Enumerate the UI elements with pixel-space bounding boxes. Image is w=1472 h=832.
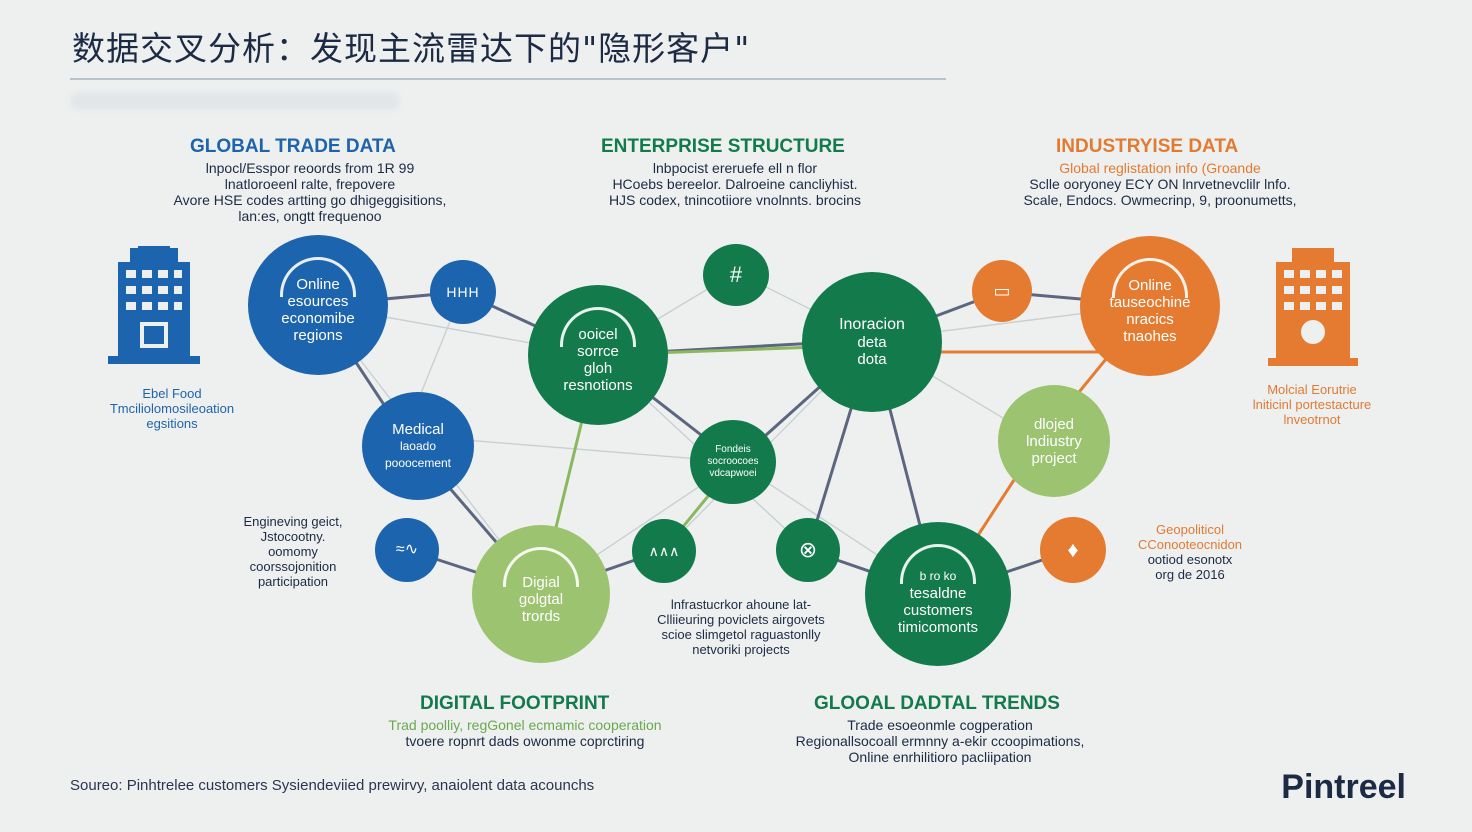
title-divider [70, 78, 946, 80]
node-industry-project: dlojed lndiustry project [998, 385, 1110, 497]
node-medical: Medical laoado pooocement [362, 392, 474, 500]
industry-header: INDUSTRYISE DATA [1056, 136, 1239, 157]
wave-icon: ≈∿ [375, 518, 439, 582]
digital-footprint-text: Trad poolliy, regGonel ecmamic cooperati… [388, 717, 662, 749]
engineering-label: Engineving geict, Jstocootny. oomomy coo… [243, 514, 343, 589]
global-trade-text: lnpocl/Esspor reoords from 1R 99 lnatlor… [173, 160, 447, 224]
orange-building-icon [1268, 248, 1358, 366]
bar-chart-icon: HHH [430, 260, 496, 324]
chart-card-icon: ▭ [972, 260, 1032, 322]
node-social-resorts: ooicel sorrce gloh resnotions [528, 285, 668, 425]
infrastructure-label: lnfrastucrkor ahoune lat- Clliieuring po… [657, 597, 825, 657]
node-online-regions: Online esources economibe regions [248, 235, 388, 375]
network-icon: ⊗ [776, 518, 840, 582]
blurred-subtitle [70, 92, 400, 110]
enterprise-header: ENTERPRISE STRUCTURE [601, 136, 845, 157]
industry-text: Global reglistation info (Groande Sclle … [1023, 160, 1297, 208]
document-icon: # [703, 244, 769, 306]
mountain-chart-icon: ∧∧∧ [632, 519, 696, 583]
geopolitical-label: Geopoliticol CConooteocnidon ootiod eson… [1137, 522, 1243, 582]
node-digital-trends: Digial golgtal trords [472, 525, 610, 663]
global-trade-header: GLOBAL TRADE DATA [190, 136, 396, 157]
brand-logo: Pintreel [1281, 768, 1406, 806]
digital-footprint-header: DIGITAL FOOTPRINT [420, 693, 610, 714]
page-title: 数据交叉分析：发现主流雷达下的"隐形客户" [72, 29, 751, 68]
right-building-label: Molcial Eorutrie lniticinl portestacture… [1252, 382, 1372, 427]
enterprise-text: lnbpocist ereruefe ell n flor HCoebs ber… [608, 160, 862, 208]
blue-building-icon [108, 246, 200, 364]
pin-icon: ♦ [1040, 517, 1106, 583]
node-center-small: Fondeis socroocoes vdcapwoei [690, 420, 776, 504]
global-trends-text: Trade esoeonmle cogperation Regionallsoc… [795, 717, 1085, 765]
global-trends-header: GLOOAL DADTAL TRENDS [814, 693, 1060, 714]
node-online-transaction: Online tauseochine nracics tnaohes [1080, 236, 1220, 376]
node-customers: b ro ko tesaldne customers timicomonts [865, 522, 1011, 666]
node-interaction: Inoracion deta dota [802, 272, 942, 412]
left-building-label: Ebel Food Tmciliolomosileoation egsition… [109, 386, 235, 431]
source-note: Soureo: Pinhtrelee customers Sysiendevii… [70, 777, 595, 794]
